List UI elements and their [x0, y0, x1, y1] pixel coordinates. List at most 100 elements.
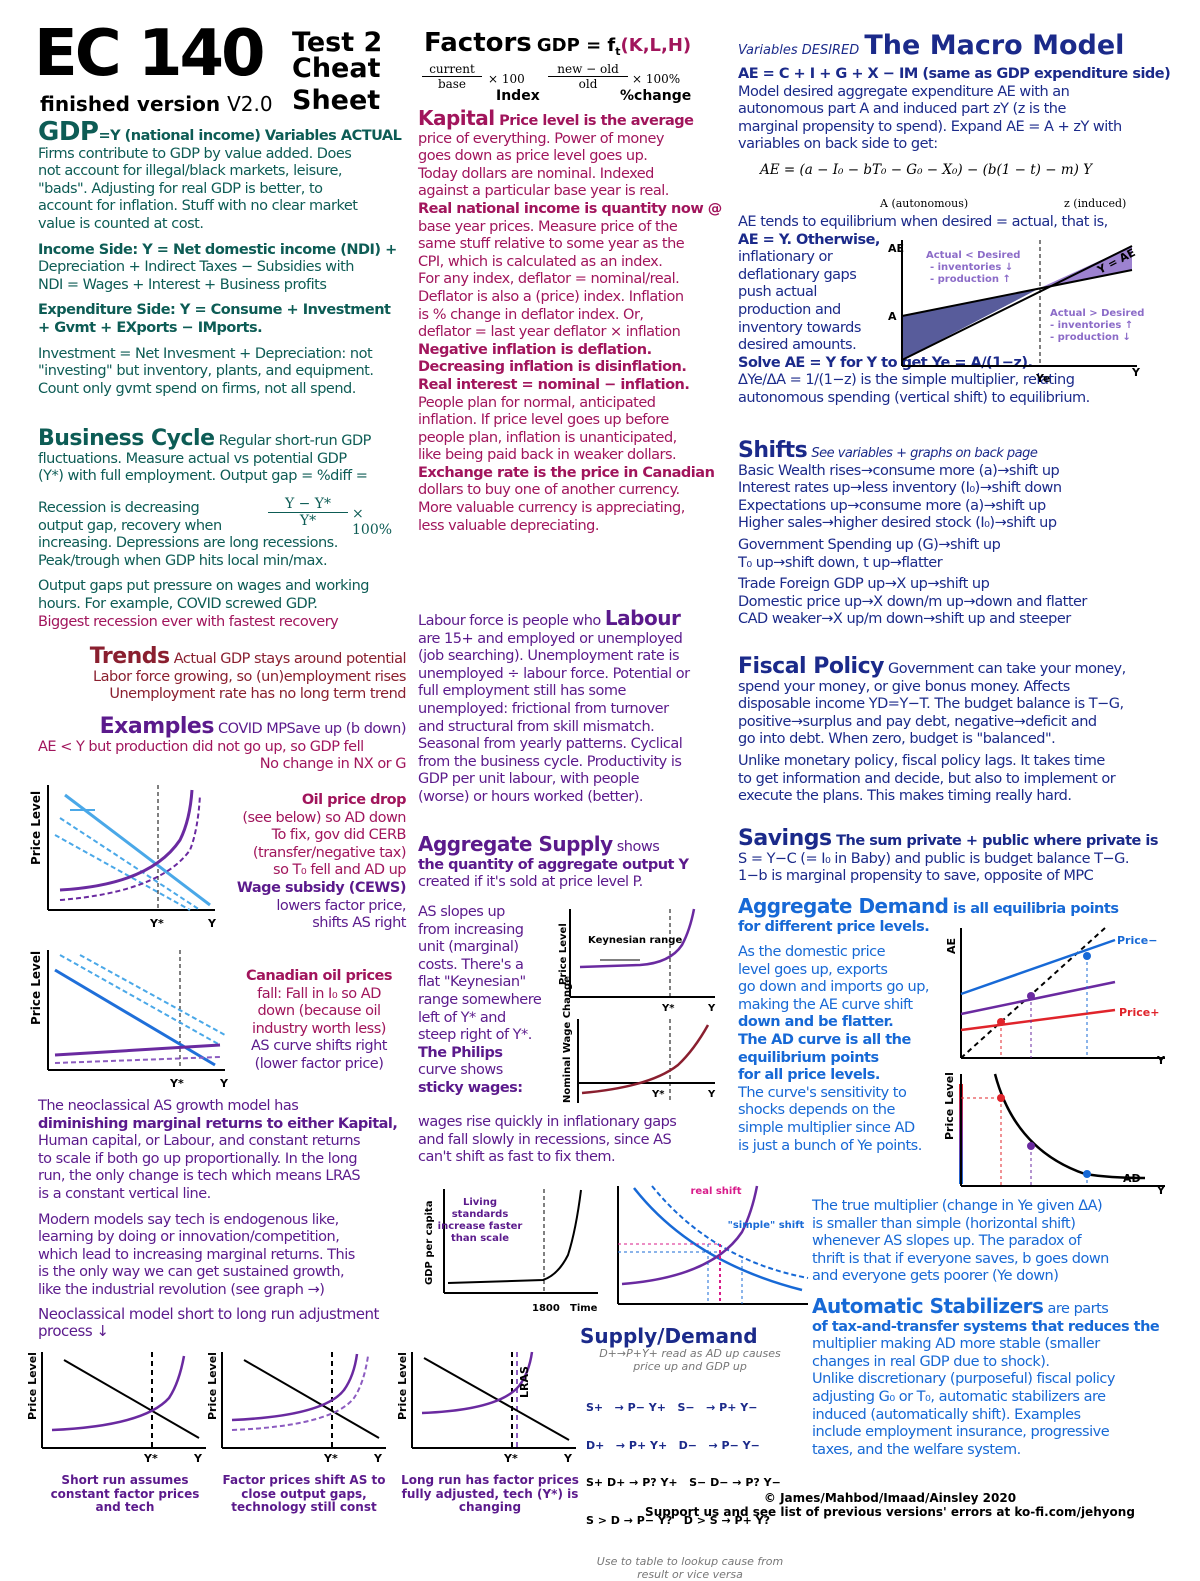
sd-note-line: Use to table to lookup cause from: [580, 1556, 800, 1569]
supply-heading-line: Aggregate Supply shows: [418, 836, 730, 857]
macro-line: marginal propensity to spend). Expand AE…: [738, 119, 1178, 137]
graph-y-label: Y: [1131, 366, 1141, 379]
supply-demand-section: Supply/Demand D+→P+Y+ read as AD up caus…: [580, 1324, 800, 1581]
shift-line: T₀ up→shift down, t up→flatter: [738, 555, 1178, 573]
lr-caption-line: changing: [400, 1501, 580, 1515]
demand-line: is all equilibria points: [949, 901, 1119, 917]
oil-graph-y: Y: [207, 917, 217, 930]
process-line: Neoclassical model short to long run adj…: [38, 1306, 408, 1341]
labour-line: (worse) or hours worked (better).: [418, 789, 730, 807]
labour-section: Labour force is people who Labour are 15…: [418, 610, 730, 807]
modern-line: Modern models say tech is endogenous lik…: [38, 1212, 408, 1230]
investment-line: Count only gvmt spend on firms, not all …: [38, 381, 418, 399]
true-mult-line: is smaller than simple (horizontal shift…: [812, 1216, 1178, 1234]
gt-line: Actual > Desired: [1050, 308, 1144, 319]
supply-left-line: range somewhere: [418, 992, 568, 1010]
oil-line: Oil price drop: [208, 792, 406, 810]
real-shift-label: real shift: [690, 1186, 741, 1197]
index-mult: × 100: [488, 72, 525, 86]
sd-row: S+ D+ → P? Y+ S− D− → P? Y−: [586, 1477, 800, 1490]
stabilizers-line: of tax-and-transfer systems that reduces…: [812, 1319, 1178, 1337]
ae-axis-label: AE: [945, 938, 958, 954]
gdp-title: GDP: [38, 117, 98, 147]
living-line: increase faster: [438, 1221, 523, 1232]
lr-caption-line: Long run has factor prices: [400, 1474, 580, 1488]
supply-bottom-line: can't shift as fast to fix them.: [418, 1149, 730, 1167]
income-line: NDI = Wages + Interest + Business profit…: [38, 277, 418, 295]
sr-ylabel: Price Level: [26, 1352, 39, 1420]
labour-line: full employment still has some: [418, 683, 730, 701]
canadian-line: fall: Fall in I₀ so AD: [232, 986, 406, 1004]
neo-line: The neoclassical AS growth model has: [38, 1098, 408, 1116]
sr-caption: Short run assumes constant factor prices…: [40, 1474, 210, 1515]
canadian-oil-graph: Price Level Y* Y: [40, 945, 230, 1090]
labour-line: are 15+ and employed or unemployed: [418, 631, 730, 649]
lt-line: Actual < Desired: [926, 250, 1020, 261]
fiscal-line: spend your money, or give bonus money. A…: [738, 679, 1178, 697]
shift-line: CAD weaker→X up/m down→shift up and stee…: [738, 611, 1178, 629]
supply-left-line: steep right of Y*.: [418, 1027, 568, 1045]
canadian-line: AS curve shifts right: [232, 1038, 406, 1056]
z-induced: z (induced): [1064, 198, 1126, 211]
demand-left-line: The AD curve is all the: [738, 1032, 948, 1050]
sr-caption-line: constant factor prices: [40, 1488, 210, 1502]
shift-line: Trade Foreign GDP up→X up→shift up: [738, 576, 1178, 594]
labour-line: (job searching). Unemployment rate is: [418, 648, 730, 666]
demand-left-line: down and be flatter.: [738, 1014, 948, 1032]
examples-section: Examples COVID MPSave up (b down) AE < Y…: [38, 718, 406, 774]
labour-line: unemployed ÷ labour force. Potential or: [418, 666, 730, 684]
fp-caption-line: technology still const: [214, 1501, 394, 1515]
demand-left-line: making the AE curve shift: [738, 997, 948, 1015]
nominal-wage-label: Nominal Wage Change: [562, 976, 573, 1103]
canadian-line: down (because oil: [232, 1003, 406, 1021]
supply-left-line: curve shows: [418, 1062, 568, 1080]
labour-line: unemployed: frictional from turnover: [418, 701, 730, 719]
oil-price-graph: Price Level Y* Y: [40, 780, 220, 930]
demand-left-line: As the domestic price: [738, 944, 948, 962]
canadian-graph-ylabel: Price Level: [29, 951, 43, 1025]
shift-line: Expectations up→consume more (a)→shift u…: [738, 498, 1178, 516]
gdp-line: "bads". Adjusting for real GDP is better…: [38, 181, 418, 199]
gdp-line: value is counted at cost.: [38, 216, 418, 234]
index-label: Index: [496, 88, 540, 104]
finished-text: finished version: [40, 92, 220, 116]
kapital-line: people plan, inflation is unanticipated,: [418, 430, 730, 448]
footer-support-link[interactable]: Support us and see list of previous vers…: [645, 1505, 1135, 1519]
short-run-graph: Price Level Y* Y: [34, 1348, 209, 1468]
sd-intro-line: D+→P+Y+ read as AD up causes: [580, 1348, 800, 1361]
fiscal-line: positive→surplus and pay debt, negative→…: [738, 714, 1178, 732]
oil-line: Wage subsidy (CEWS): [208, 880, 406, 898]
shift-line: Higher sales→higher desired stock (I₀)→s…: [738, 515, 1178, 533]
demand-heading-line: Aggregate Demand is all equilibria point…: [738, 898, 1178, 919]
sd-intro: D+→P+Y+ read as AD up causes price up an…: [580, 1348, 800, 1373]
trends-line: Actual GDP stays around potential: [174, 651, 406, 667]
business-line: Regular short-run GDP: [215, 433, 371, 449]
a-autonomous: A (autonomous): [880, 198, 968, 211]
examples-title: Examples: [100, 714, 214, 739]
supply-left-line: The Philips: [418, 1045, 568, 1063]
recession-line: increasing. Depressions are long recessi…: [38, 535, 418, 553]
demand-left-line: level goes up, exports: [738, 962, 948, 980]
true-mult-line: and everyone gets poorer (Ye down): [812, 1268, 1178, 1286]
simple-shift-label: "simple" shift: [728, 1220, 805, 1231]
demand-left-line: The curve's sensitivity to: [738, 1085, 948, 1103]
kapital-line: against a particular base year is real.: [418, 183, 730, 201]
kapital-line: inflation. If price level goes up before: [418, 412, 730, 430]
living-line: standards: [452, 1209, 509, 1220]
business-heading-line: Business Cycle Regular short-run GDP: [38, 430, 418, 451]
supply-left-line: AS slopes up: [418, 904, 568, 922]
change-bottom: old: [548, 77, 628, 91]
fiscal-line: to get information and decide, but also …: [738, 771, 1178, 789]
year-label: 1800: [532, 1303, 560, 1314]
neoclassical-section: The neoclassical AS growth model has dim…: [38, 1098, 408, 1341]
stabilizers-line: are parts: [1043, 1301, 1108, 1317]
gdp-heading-line: GDP=Y (national income) Variables ACTUAL: [38, 124, 418, 146]
ad-graph-y: Y: [1156, 1184, 1166, 1197]
kapital-line: Real national income is quantity now @: [418, 201, 730, 219]
business-cycle-section: Business Cycle Regular short-run GDP flu…: [38, 430, 418, 486]
demand-left-line: is just a bunch of Ye points.: [738, 1138, 948, 1156]
kapital-line: goes down as price level goes up.: [418, 148, 730, 166]
macro-title: The Macro Model: [864, 30, 1124, 61]
supply-section: Aggregate Supply shows the quantity of a…: [418, 836, 730, 892]
gdp-line-0: =Y (national income) Variables ACTUAL: [98, 128, 401, 144]
